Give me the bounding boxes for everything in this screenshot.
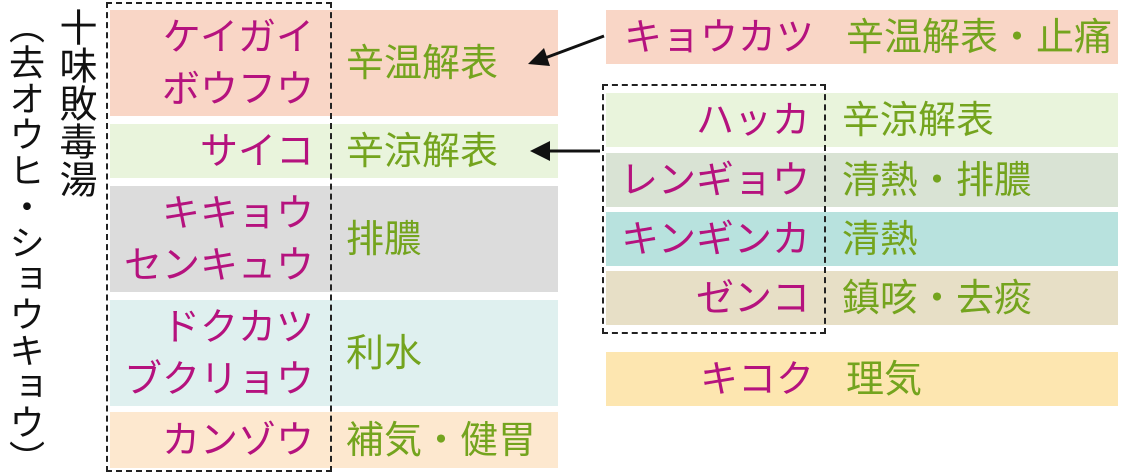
herb-name: キョウカツ	[623, 15, 814, 59]
herb-name: レンギョウ	[619, 158, 810, 202]
herb-name: キコク	[699, 357, 814, 401]
herb-effect: 利水	[346, 331, 423, 375]
formula-subtitle: （去オウヒ・ショウキョウ）	[3, 8, 44, 476]
herb-name-line: ドクカツ	[161, 305, 314, 349]
herb-name-line: カンゾウ	[161, 418, 314, 462]
left-row-3: キキョウ センキュウ 排膿	[110, 186, 558, 292]
herb-name-line: ケイガイ	[162, 15, 314, 59]
herb-name-line: キキョウ	[161, 191, 314, 235]
herb-name: ケイガイ ボウフウ	[110, 10, 332, 116]
herb-effect: 辛涼解表	[842, 98, 995, 142]
right-top-row: キョウカツ 辛温解表・止痛	[606, 10, 1118, 64]
right-row-1: ハッカ 辛涼解表	[606, 93, 1118, 147]
herb-name-line: ブクリョウ	[123, 357, 314, 401]
left-dashed-group	[106, 2, 332, 472]
arrow-cool	[530, 141, 600, 161]
herb-name: ドクカツ ブクリョウ	[110, 300, 332, 406]
right-row-4: ゼンコ 鎮咳・去痰	[606, 271, 1118, 325]
formula-title: 十味敗毒湯	[53, 8, 97, 198]
herb-name: カンゾウ	[110, 414, 332, 466]
left-row-2: サイコ 辛涼解表	[110, 124, 558, 178]
left-row-4: ドクカツ ブクリョウ 利水	[110, 300, 558, 406]
herb-effect: 辛温解表	[346, 41, 499, 85]
left-row-5: カンゾウ 補気・健胃	[110, 412, 558, 468]
right-row-2: レンギョウ 清熱・排膿	[606, 153, 1118, 207]
right-dashed-group	[602, 84, 826, 334]
herb-name-line: ボウフウ	[161, 67, 314, 111]
herb-effect: 補気・健胃	[346, 418, 537, 462]
herb-effect: 理気	[846, 357, 923, 401]
herb-name: サイコ	[110, 125, 332, 177]
herb-effect: 辛温解表・止痛	[846, 15, 1113, 59]
left-row-1: ケイガイ ボウフウ 辛温解表	[110, 10, 558, 116]
herb-name: ゼンコ	[695, 276, 810, 320]
right-bottom-row: キコク 理気	[606, 352, 1118, 406]
herb-name: キキョウ センキュウ	[110, 186, 332, 292]
herb-effect: 清熱	[842, 217, 919, 261]
arrow-warm	[528, 34, 605, 66]
herb-effect: 鎮咳・去痰	[842, 276, 1033, 320]
herb-name: ハッカ	[695, 98, 810, 142]
herb-name-line: センキュウ	[123, 243, 314, 287]
title-block: 十味敗毒湯 （去オウヒ・ショウキョウ）	[0, 8, 100, 476]
herb-effect: 辛涼解表	[346, 129, 499, 173]
herb-name-line: サイコ	[199, 129, 314, 173]
herb-effect: 清熱・排膿	[842, 158, 1033, 202]
herb-effect: 排膿	[346, 217, 423, 261]
right-row-3: キンギンカ 清熱	[606, 212, 1118, 266]
herb-name: キンギンカ	[621, 217, 810, 261]
